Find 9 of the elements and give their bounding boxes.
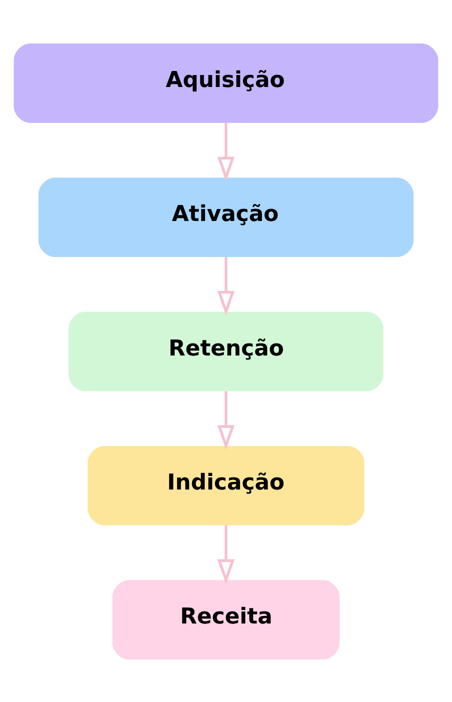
node-box: Ativação xyxy=(38,177,414,257)
node-box: Aquisição xyxy=(14,42,438,122)
node-box: Retenção xyxy=(68,311,384,391)
arrow xyxy=(217,256,235,316)
arrow xyxy=(217,524,235,584)
node-box: Indicação xyxy=(88,445,364,525)
node-box: Receita xyxy=(112,580,340,660)
arrow xyxy=(217,390,235,450)
arrow xyxy=(217,122,235,181)
